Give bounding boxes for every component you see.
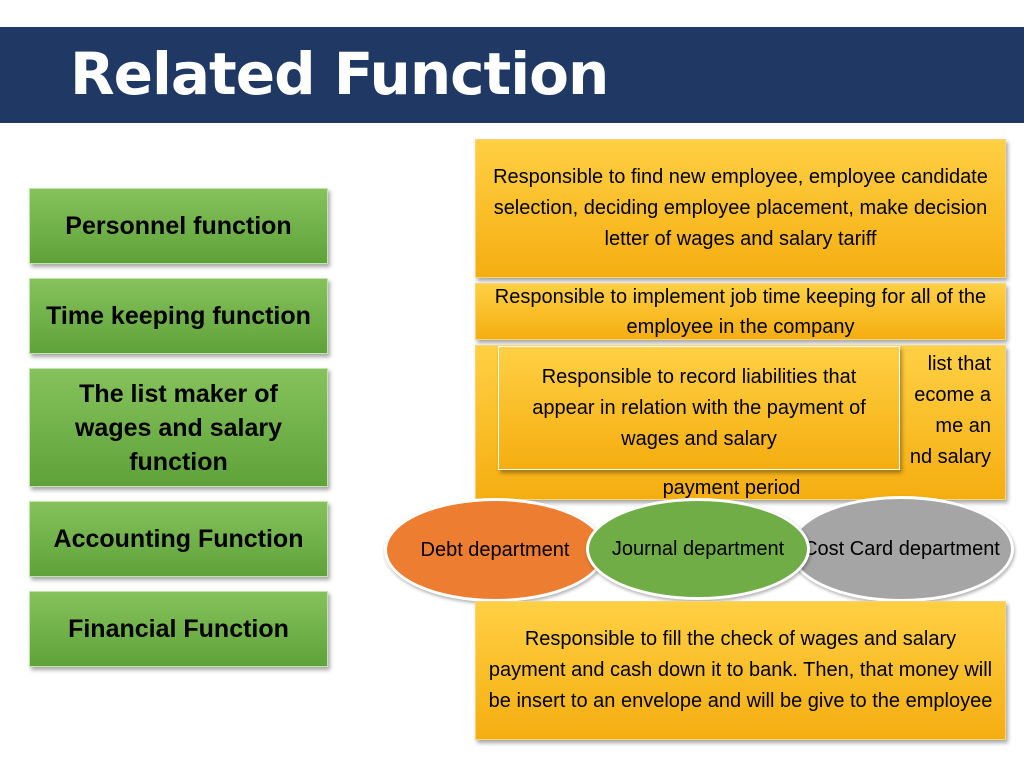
- list-maker-text-line: ecome a: [914, 384, 991, 406]
- personnel-description: Responsible to find new employee, employ…: [475, 139, 1006, 278]
- list-maker-text-line: list that: [927, 353, 991, 375]
- list-maker-function-box: The list maker of wages and salary funct…: [29, 368, 328, 487]
- list-maker-text-line: nd salary: [909, 446, 991, 468]
- financial-function-box: Financial Function: [29, 591, 328, 667]
- journal-department: Journal department: [586, 498, 810, 600]
- slide-title: Related Function: [70, 40, 609, 108]
- time-keeping-description: Responsible to implement job time keepin…: [475, 283, 1006, 340]
- debt-department: Debt department: [384, 498, 606, 602]
- accounting-function-box: Accounting Function: [29, 501, 328, 577]
- title-bar: [0, 27, 1024, 123]
- personnel-function-box: Personnel function: [29, 188, 328, 264]
- time-keeping-function-box: Time keeping function: [29, 278, 328, 354]
- cost-card-department: Cost Card department: [789, 496, 1014, 602]
- accounting-description: Responsible to record liabilities that a…: [498, 346, 900, 470]
- list-maker-text-line: payment period: [662, 477, 801, 499]
- financial-description: Responsible to fill the check of wages a…: [475, 601, 1006, 740]
- list-maker-text-line: me an: [935, 415, 991, 437]
